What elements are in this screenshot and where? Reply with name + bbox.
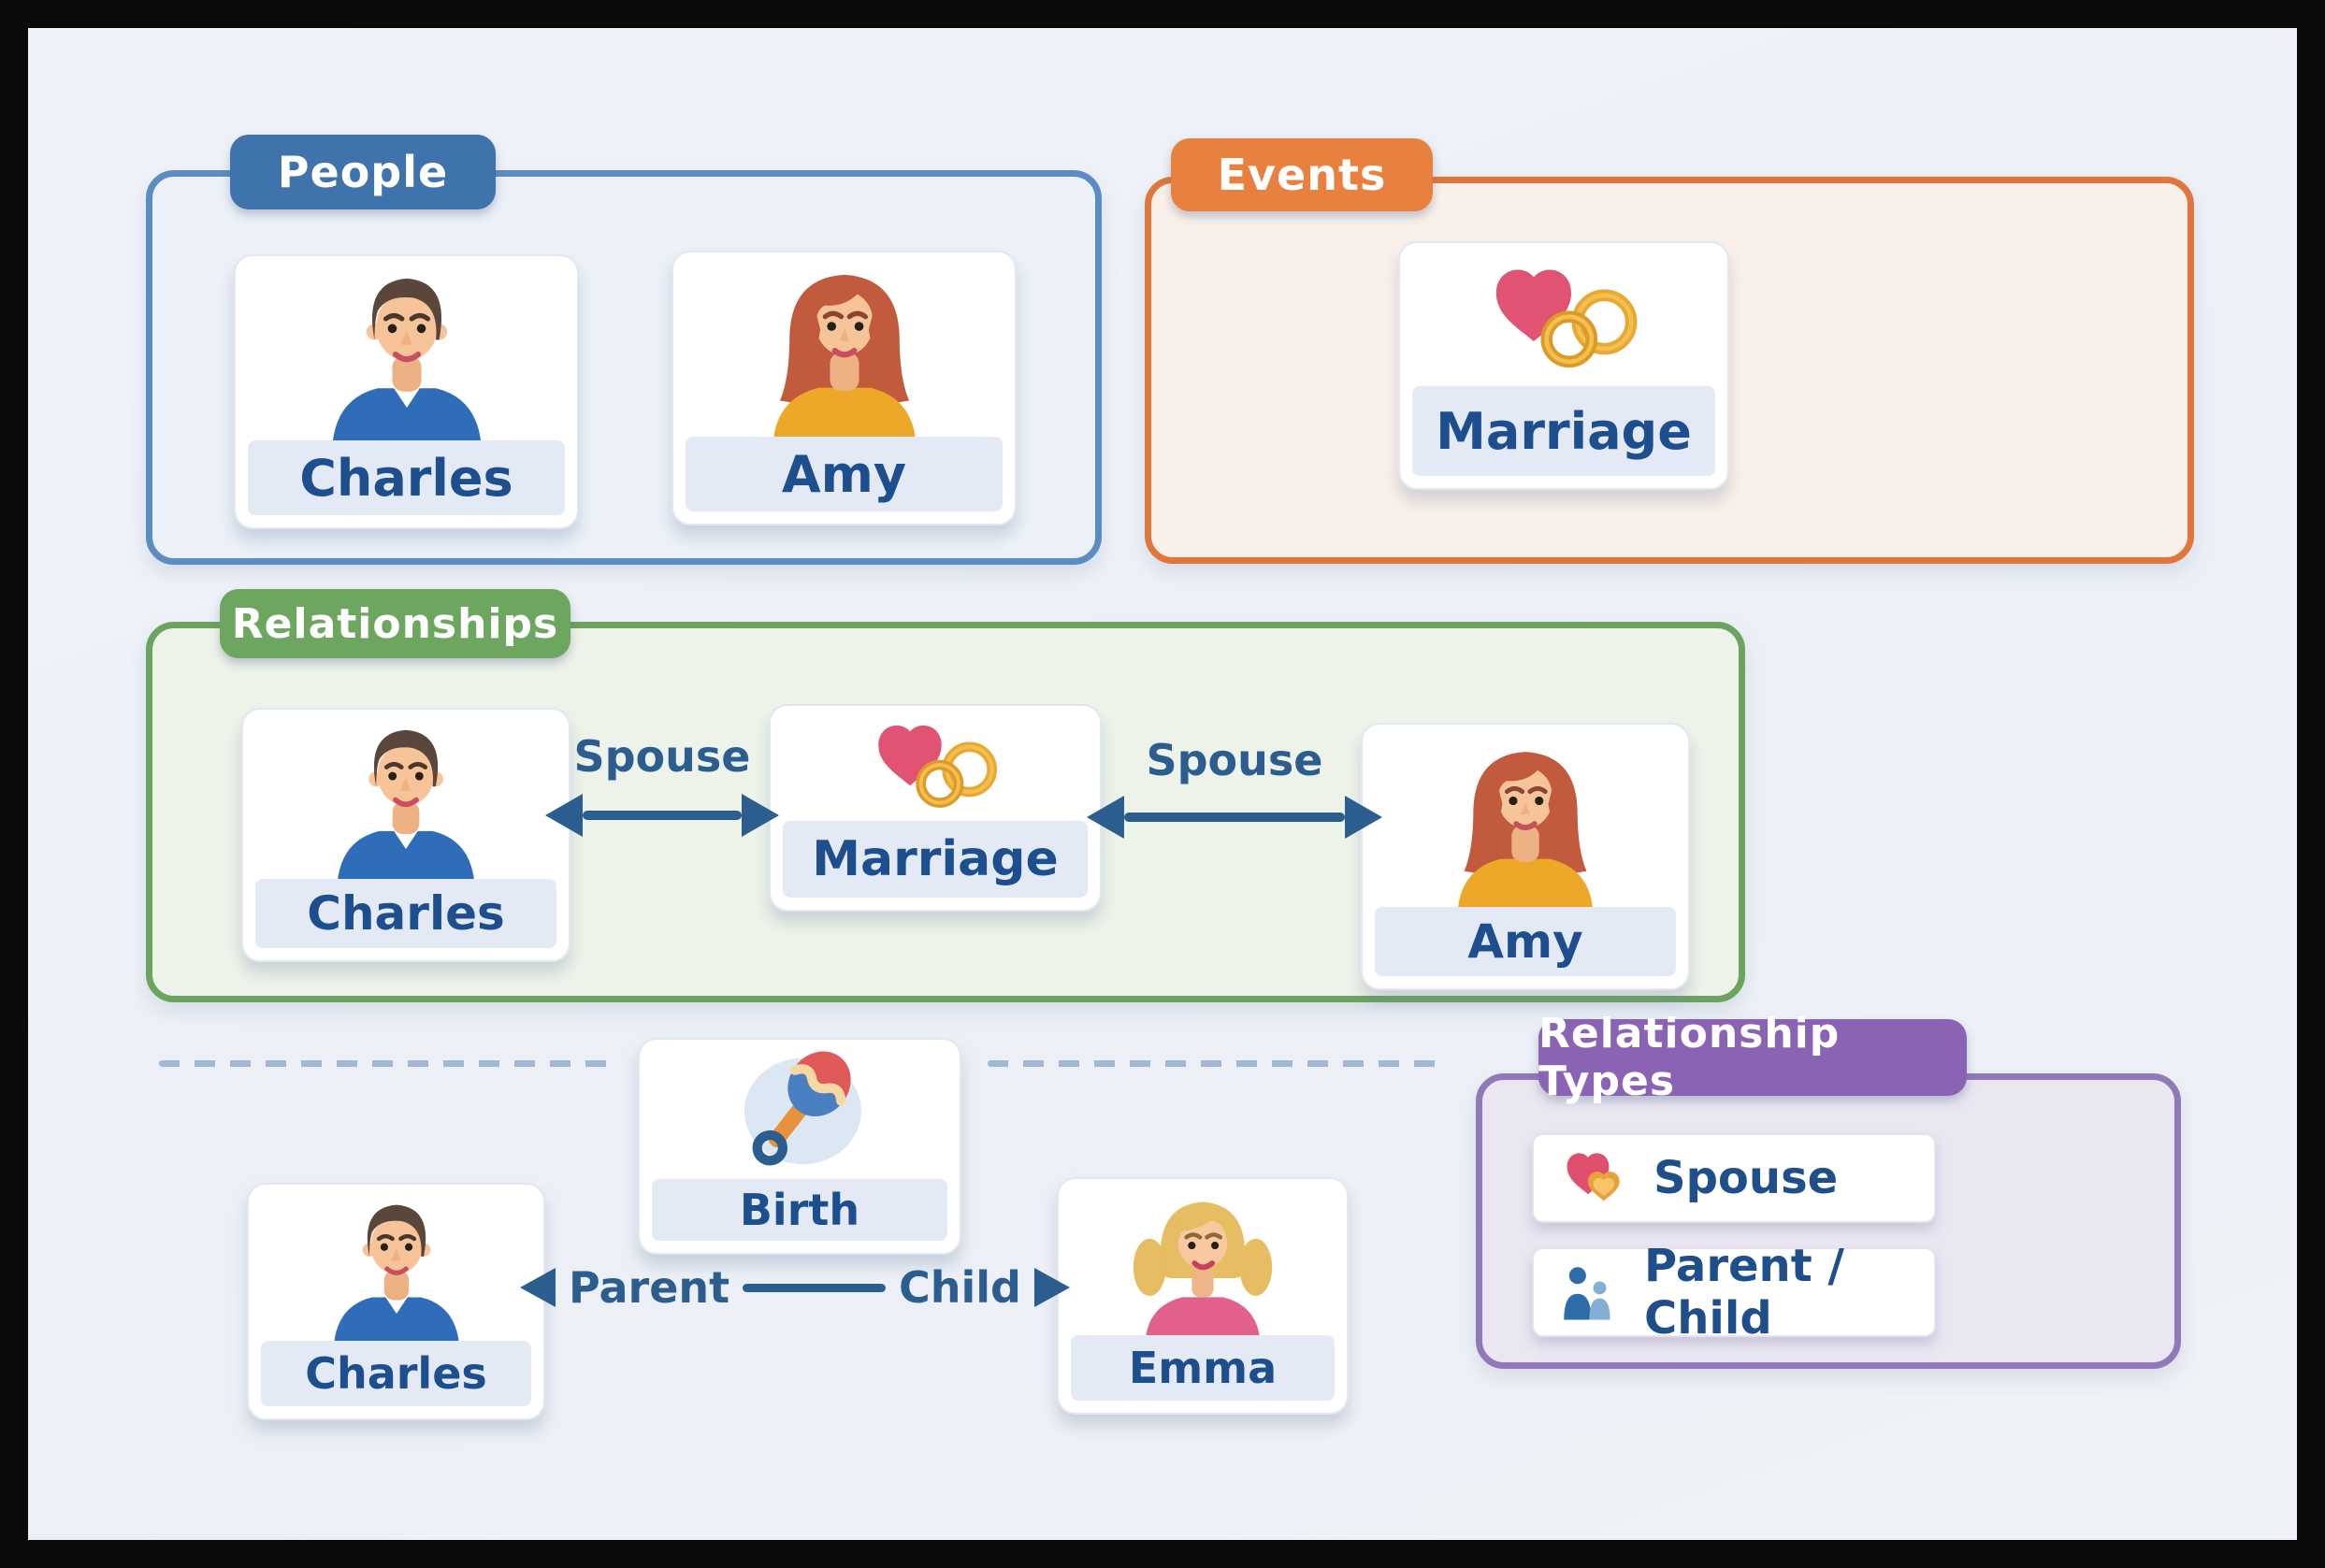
people-panel-title: People [230,135,496,209]
person-card-charles: Charles [234,254,579,529]
rattle-icon [720,1045,879,1178]
dashed-divider-right [988,1060,1438,1067]
arrow-shaft [743,1283,887,1292]
spouse-edge-label-left: Spouse [573,731,751,782]
relationship-type-spouse: Spouse [1532,1133,1936,1223]
parent-label: Parent [569,1262,730,1313]
arrowhead-right-icon [1345,796,1382,839]
male-avatar [317,718,496,882]
person-name-plate: Amy [686,437,1003,511]
event-name-plate: Birth [652,1179,947,1241]
relationship-node-charles: Charles [241,708,570,962]
dashed-divider-left [159,1060,614,1067]
arrow-shaft [1124,813,1345,822]
person-card-emma-child: Emma [1057,1177,1349,1415]
female-avatar [1434,740,1617,908]
relationship-types-title: Relationship Types [1538,1010,1967,1105]
two-hearts-icon [1567,1153,1620,1201]
event-name-plate: Marriage [783,821,1088,898]
female-avatar [747,262,941,439]
event-card-birth: Birth [638,1038,961,1255]
arrow-shaft [583,811,742,820]
arrowhead-left-icon [545,794,583,837]
arrowhead-left-icon [1087,796,1124,839]
heart-rings-icon [868,717,1004,816]
person-name-plate: Charles [248,440,565,515]
spouse-double-arrow-right [1087,795,1382,840]
event-card-marriage: Marriage [1398,241,1729,490]
heart-rings-icon [1483,260,1644,378]
relationship-type-label: Parent / Child [1644,1240,1844,1345]
event-name-plate: Marriage [1412,386,1715,476]
spouse-edge-label-right: Spouse [1146,735,1323,785]
arrowhead-right-icon [1034,1268,1070,1307]
person-name-plate: Amy [1375,907,1676,976]
events-panel-title: Events [1171,138,1433,211]
relationships-panel-title: Relationships [220,589,570,658]
arrowhead-left-icon [520,1268,556,1307]
child-label: Child [899,1262,1021,1313]
person-card-charles-parent: Charles [247,1183,545,1420]
relationship-type-parent-child: Parent / Child [1532,1240,1936,1345]
arrowhead-right-icon [742,794,779,837]
person-name-plate: Emma [1071,1335,1335,1401]
person-name-plate: Charles [255,879,556,948]
person-name-plate: Charles [261,1341,531,1406]
relationship-type-label: Spouse [1653,1152,1839,1204]
parent-child-connector: Parent Child [520,1262,1070,1313]
relationship-node-marriage: Marriage [769,704,1102,912]
girl-avatar [1121,1188,1285,1338]
male-avatar [314,1194,478,1344]
relationship-node-amy: Amy [1361,723,1690,990]
diagram-canvas: People Charles Amy Events Marriage Relat… [28,28,2297,1540]
person-card-amy: Amy [672,251,1017,525]
male-avatar [310,266,503,443]
parent-child-icon [1564,1267,1610,1320]
spouse-double-arrow-left [545,793,779,838]
